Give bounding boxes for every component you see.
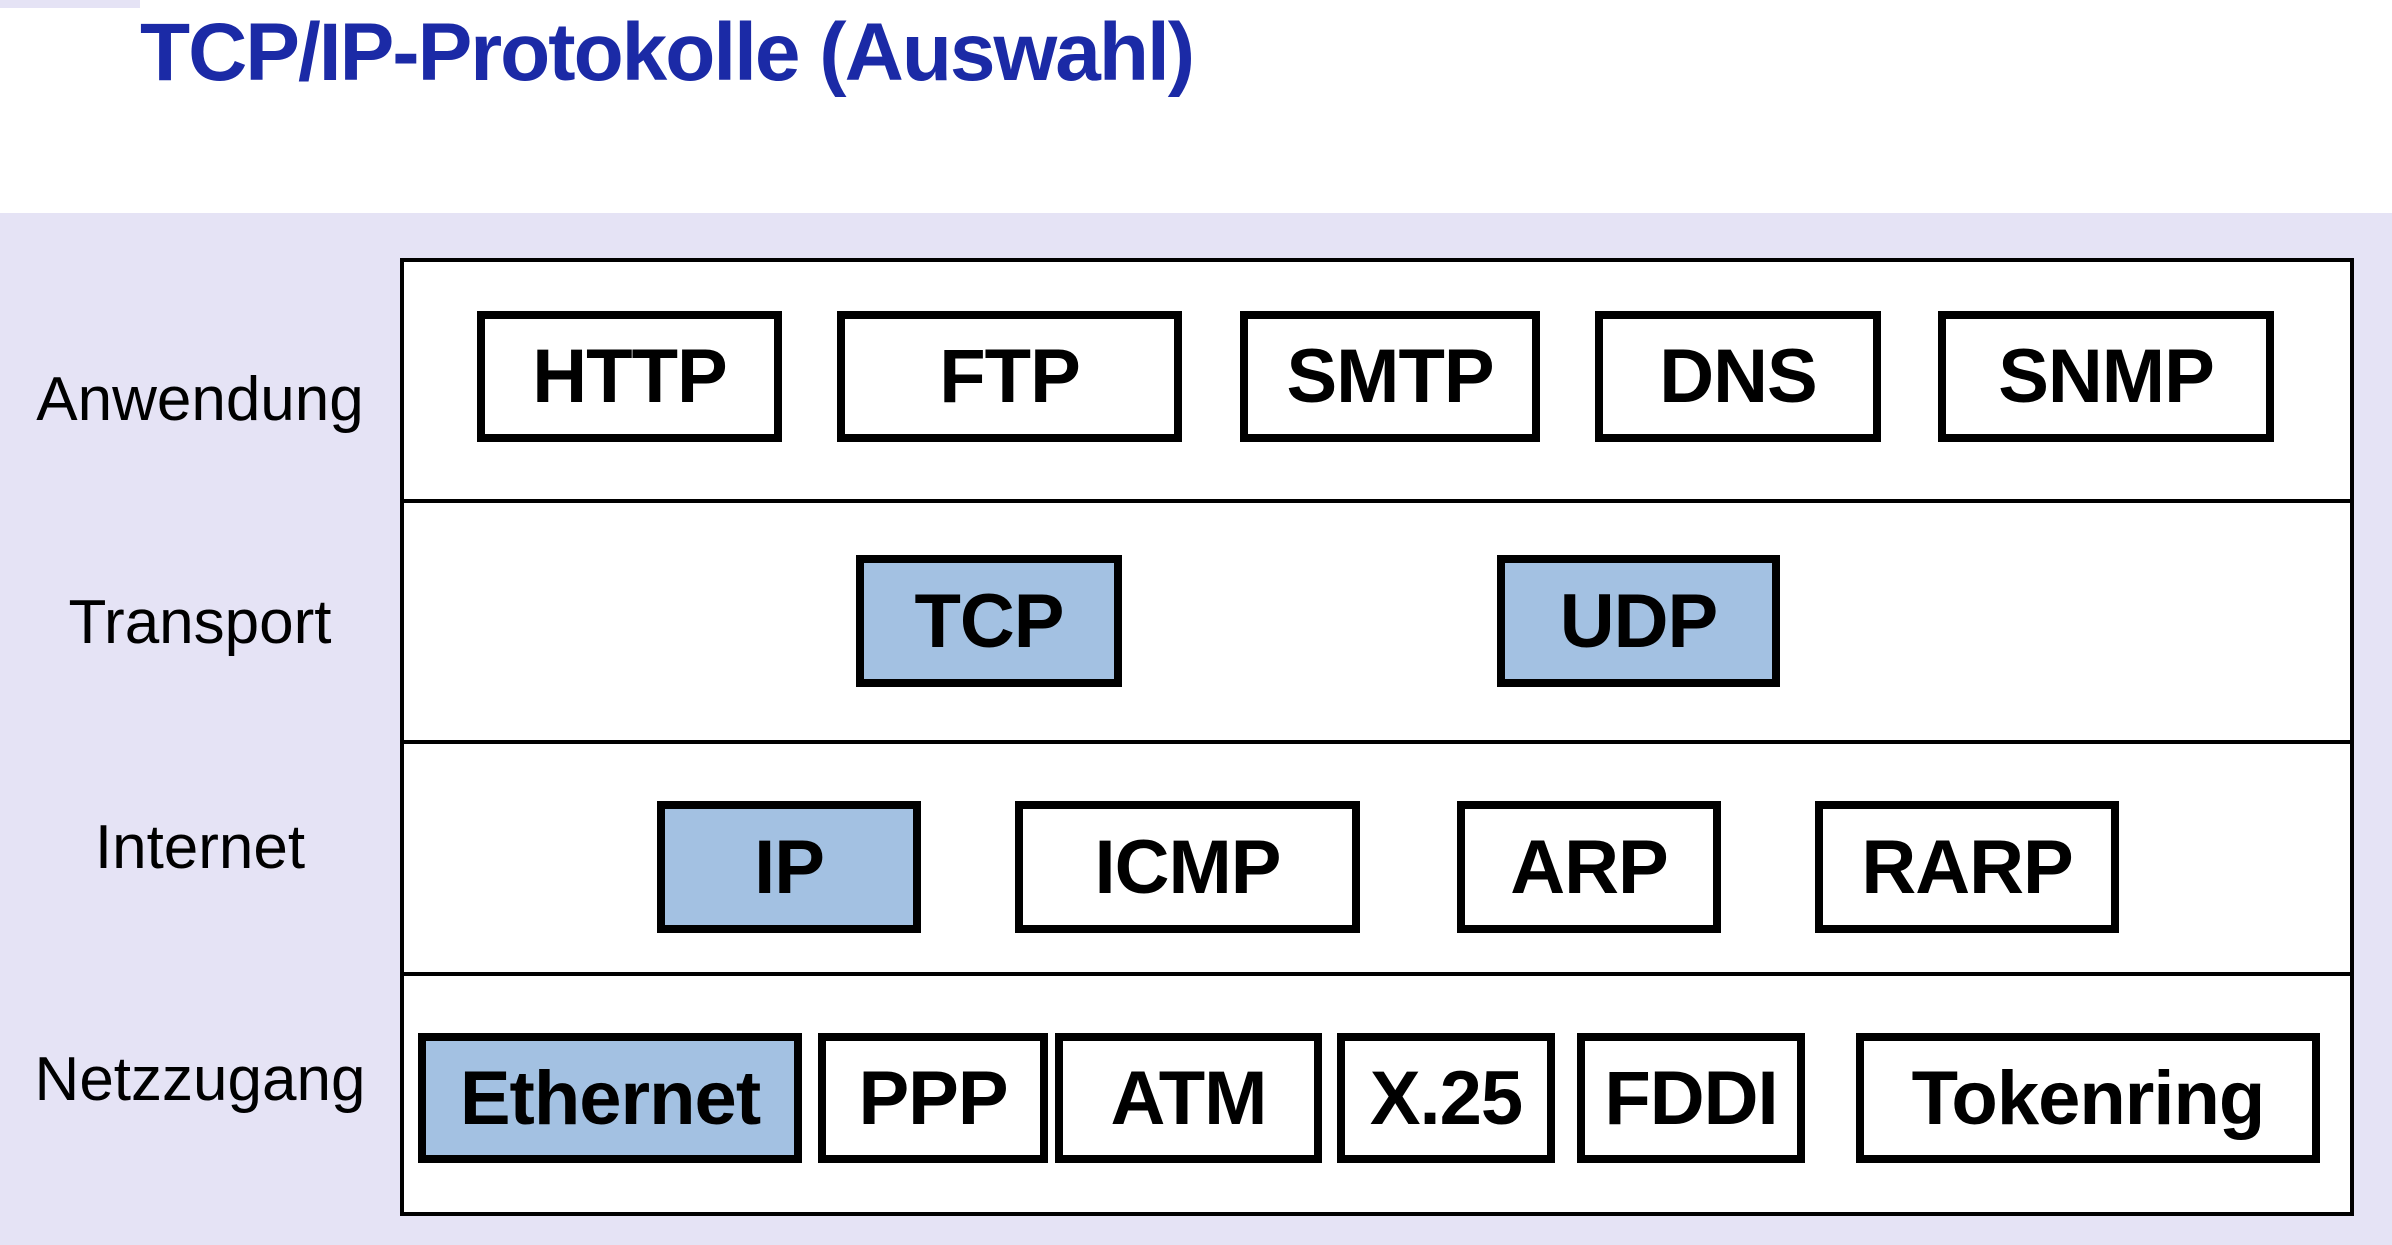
protocol-box-fddi: FDDI [1577, 1033, 1805, 1163]
protocol-box-x25: X.25 [1337, 1033, 1555, 1163]
protocol-box-rarp: RARP [1815, 801, 2119, 933]
protocol-box-arp: ARP [1457, 801, 1721, 933]
protocol-box-ftp: FTP [837, 311, 1182, 442]
layer-label-anwendung: Anwendung [36, 365, 364, 434]
row-divider [404, 740, 2350, 744]
protocol-box-smtp: SMTP [1240, 311, 1540, 442]
row-divider [404, 499, 2350, 503]
slide-title: TCP/IP-Protokolle (Auswahl) [140, 7, 1195, 98]
protocol-box-snmp: SNMP [1938, 311, 2274, 442]
protocol-box-tcp: TCP [856, 555, 1122, 687]
protocol-box-atm: ATM [1055, 1033, 1322, 1163]
protocol-box-tokenring: Tokenring [1856, 1033, 2320, 1163]
row-divider [404, 972, 2350, 976]
protocol-box-icmp: ICMP [1015, 801, 1360, 933]
protocol-box-dns: DNS [1595, 311, 1881, 442]
protocol-box-ethernet: Ethernet [418, 1033, 802, 1163]
top-left-corner-strip [0, 0, 140, 8]
protocol-stack-box: HTTP FTP SMTP DNS SNMP TCP UDP IP ICMP A… [400, 258, 2354, 1216]
protocol-box-udp: UDP [1497, 555, 1780, 687]
layer-label-netzzugang: Netzzugang [34, 1045, 366, 1114]
protocol-box-http: HTTP [477, 311, 782, 442]
layer-label-transport: Transport [68, 588, 332, 657]
protocol-box-ip: IP [657, 801, 921, 933]
layer-label-internet: Internet [94, 813, 306, 882]
protocol-box-ppp: PPP [818, 1033, 1048, 1163]
